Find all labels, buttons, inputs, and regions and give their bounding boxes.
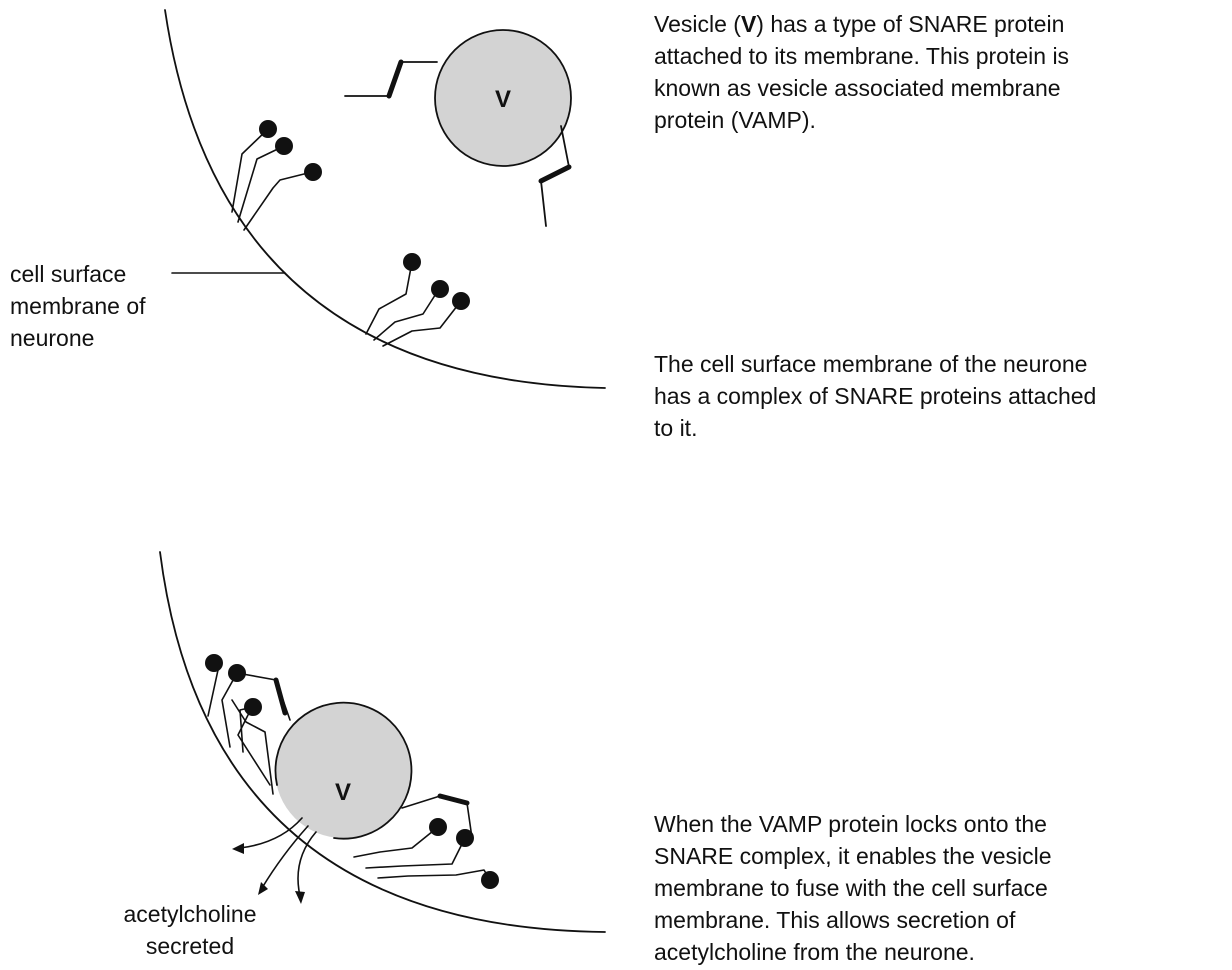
secretion-label: acetylcholine secreted [123,901,257,959]
top-snare-complex-upper [231,128,313,231]
top-membrane-arc [164,9,606,389]
top-vesicle-label: V [495,86,511,113]
membrane-description: The cell surface membrane of the neurone… [654,351,1097,441]
bottom-diagram: V [159,551,606,933]
bottom-vesicle-label: V [335,779,351,806]
membrane-label: cell surface membrane of neurone [10,261,146,351]
bottom-membrane-arc [159,551,606,933]
vesicle-description: Vesicle (V) has a type of SNARE protein … [654,11,1070,133]
top-snare-heads-lower [403,253,470,310]
secretion-arrow-left [239,817,303,849]
secretion-arrowheads [232,843,305,904]
bottom-snare-heads-lower [429,818,499,889]
secretion-arrows [239,817,317,897]
secretion-arrow-right [297,831,317,897]
fusion-description: When the VAMP protein locks onto the SNA… [654,811,1052,965]
top-snare-heads-upper [259,120,322,181]
top-vamp-left [344,59,438,99]
top-vamp-right [538,125,572,227]
top-snare-complex-lower [365,261,462,347]
secretion-arrow-middle [261,825,309,889]
bottom-vamp-lower [437,793,470,806]
bottom-vesicle-outline [274,701,413,840]
bottom-vamp-upper [236,672,291,721]
top-vesicle [434,29,572,167]
bottom-snare-heads-upper [205,654,262,716]
top-diagram: V [164,9,606,389]
bottom-vesicle [275,702,411,838]
